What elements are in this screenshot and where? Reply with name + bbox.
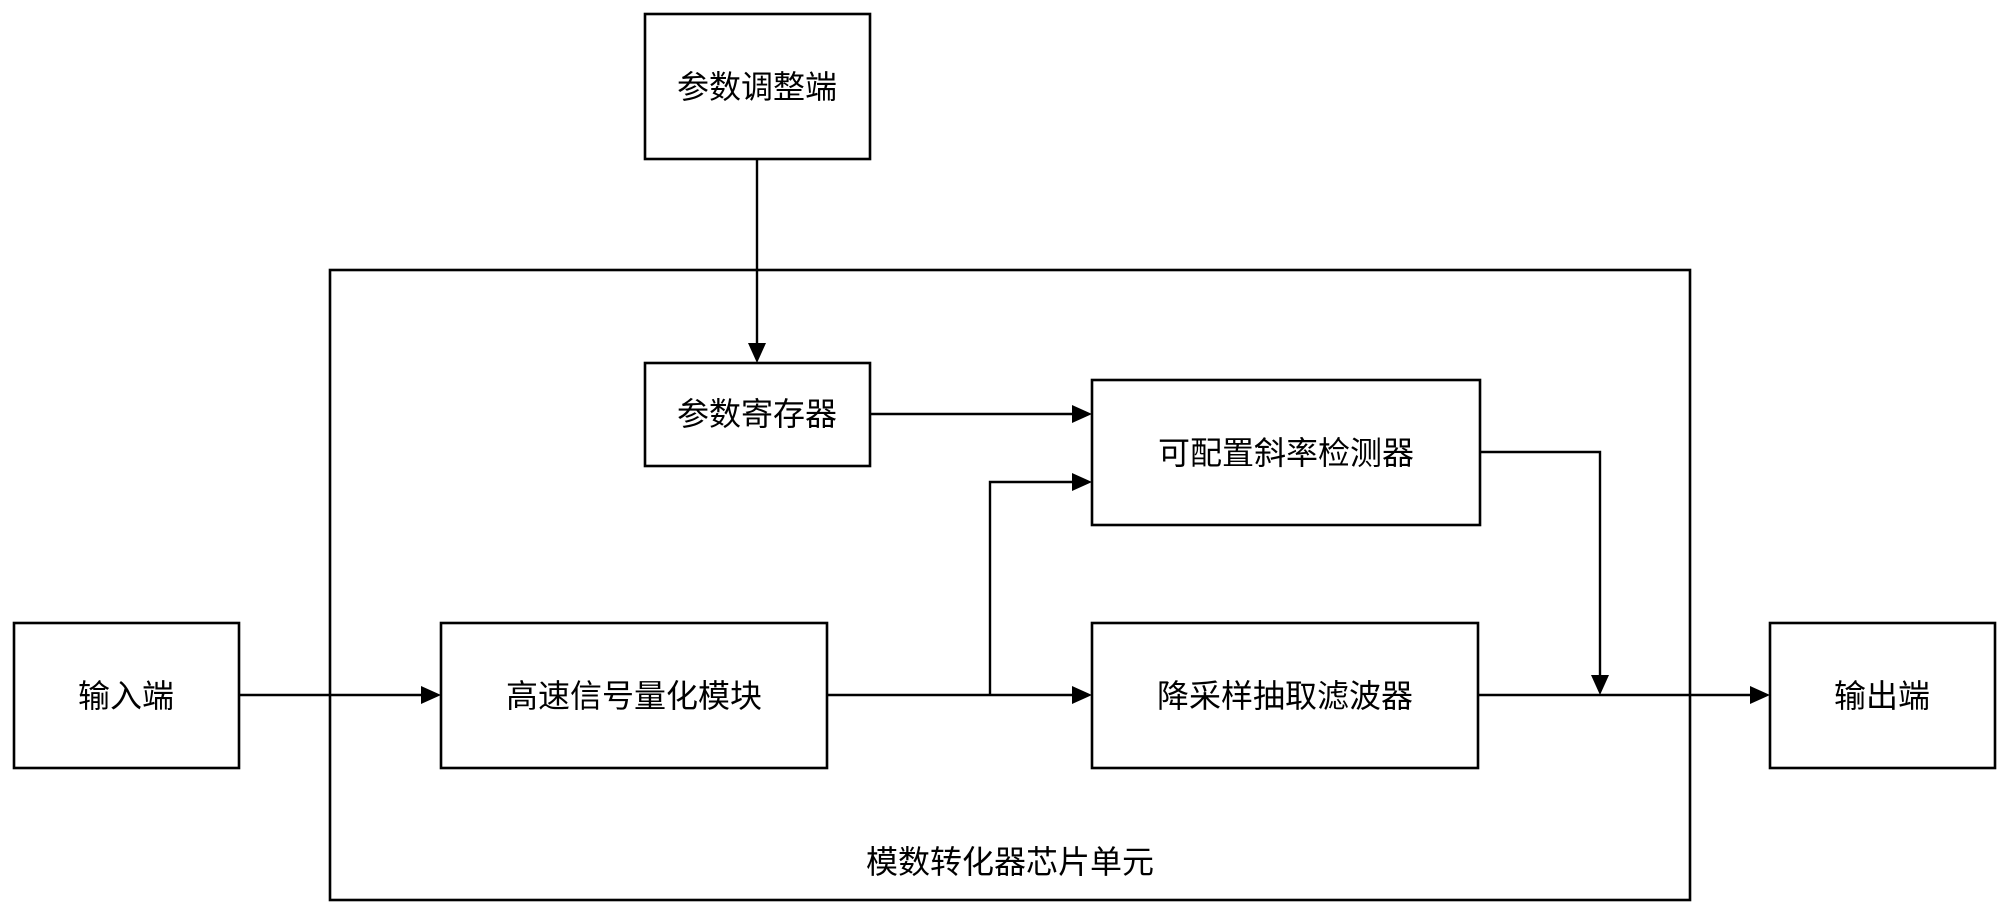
output-block: 输出端 [1768, 621, 1997, 770]
quantizer-label: 高速信号量化模块 [506, 677, 762, 715]
output-label: 输出端 [1834, 677, 1930, 715]
param-register-label: 参数寄存器 [677, 395, 837, 433]
arrow-head-icon [1591, 675, 1609, 695]
arrow-filter-to-output [1478, 686, 1770, 704]
arrow-quantizer-to-detector [988, 473, 1092, 695]
arrow-head-icon [1072, 405, 1092, 423]
param-register-block: 参数寄存器 [643, 361, 872, 468]
slope-detector-label: 可配置斜率检测器 [1158, 434, 1414, 472]
arrow-head-icon [1750, 686, 1770, 704]
decimation-filter-label: 降采样抽取滤波器 [1157, 677, 1413, 715]
param-adjust-block: 参数调整端 [643, 12, 872, 161]
decimation-filter-block: 降采样抽取滤波器 [1090, 621, 1480, 770]
adc-chip-unit-frame [328, 268, 1692, 902]
arrow-head-icon [421, 686, 441, 704]
input-label: 输入端 [78, 677, 174, 715]
quantizer-block: 高速信号量化模块 [439, 621, 829, 770]
arrow-head-icon [1072, 473, 1092, 491]
adc-chip-unit-label: 模数转化器芯片单元 [866, 843, 1154, 881]
slope-detector-block: 可配置斜率检测器 [1090, 378, 1482, 527]
arrow-input-to-quantizer [239, 686, 441, 704]
input-block: 输入端 [12, 621, 241, 770]
arrow-adjust-to-register [748, 159, 766, 363]
arrow-register-to-detector [870, 405, 1092, 423]
param-adjust-label: 参数调整端 [677, 68, 837, 106]
arrow-detector-to-junction [1480, 450, 1609, 695]
arrow-quantizer-to-filter [827, 686, 1092, 704]
arrow-head-icon [748, 343, 766, 363]
arrow-head-icon [1072, 686, 1092, 704]
